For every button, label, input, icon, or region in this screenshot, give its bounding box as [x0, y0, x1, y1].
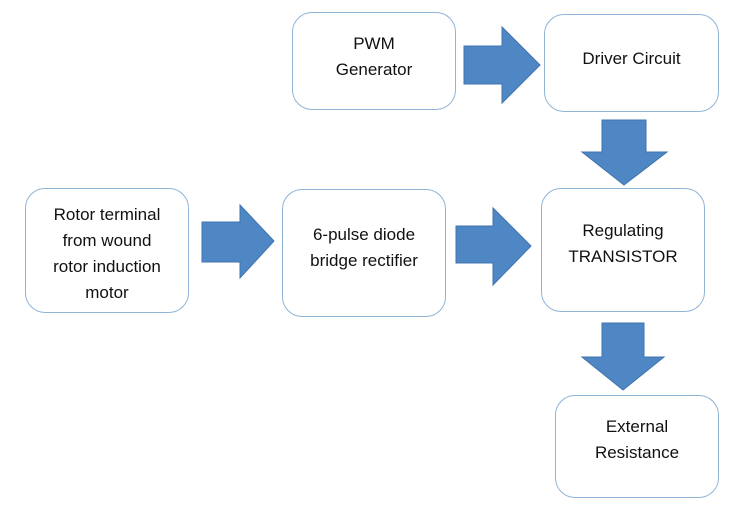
node-label: motor	[85, 283, 129, 302]
node-external-resistance: External Resistance	[555, 395, 719, 498]
node-label: PWM	[353, 34, 395, 53]
node-pwm-generator: PWM Generator	[292, 12, 456, 110]
node-label: Driver Circuit	[582, 49, 681, 68]
node-label: Rotor terminal	[53, 205, 161, 224]
node-regulating-transistor: Regulating TRANSISTOR	[541, 188, 705, 312]
node-label: Resistance	[594, 443, 680, 462]
node-label: TRANSISTOR	[568, 247, 678, 266]
node-label: from wound	[62, 231, 152, 250]
node-label: Regulating	[582, 221, 664, 240]
node-driver-circuit: Driver Circuit	[544, 14, 719, 112]
node-label: bridge rectifier	[310, 251, 418, 270]
node-label: 6-pulse diode	[312, 225, 416, 244]
arrow-rectifier-to-transistor	[455, 206, 532, 287]
arrow-pwm-to-driver	[463, 25, 541, 105]
arrow-driver-to-transistor	[580, 119, 669, 186]
node-label: Generator	[335, 60, 413, 79]
node-label: rotor induction	[53, 257, 161, 276]
node-label: External	[605, 417, 669, 436]
node-rotor-terminal: Rotor terminal from wound rotor inductio…	[25, 188, 189, 313]
arrow-transistor-to-resistance	[580, 322, 666, 391]
node-diode-bridge-rectifier: 6-pulse diode bridge rectifier	[282, 189, 446, 317]
arrow-rotor-to-rectifier	[201, 203, 275, 280]
